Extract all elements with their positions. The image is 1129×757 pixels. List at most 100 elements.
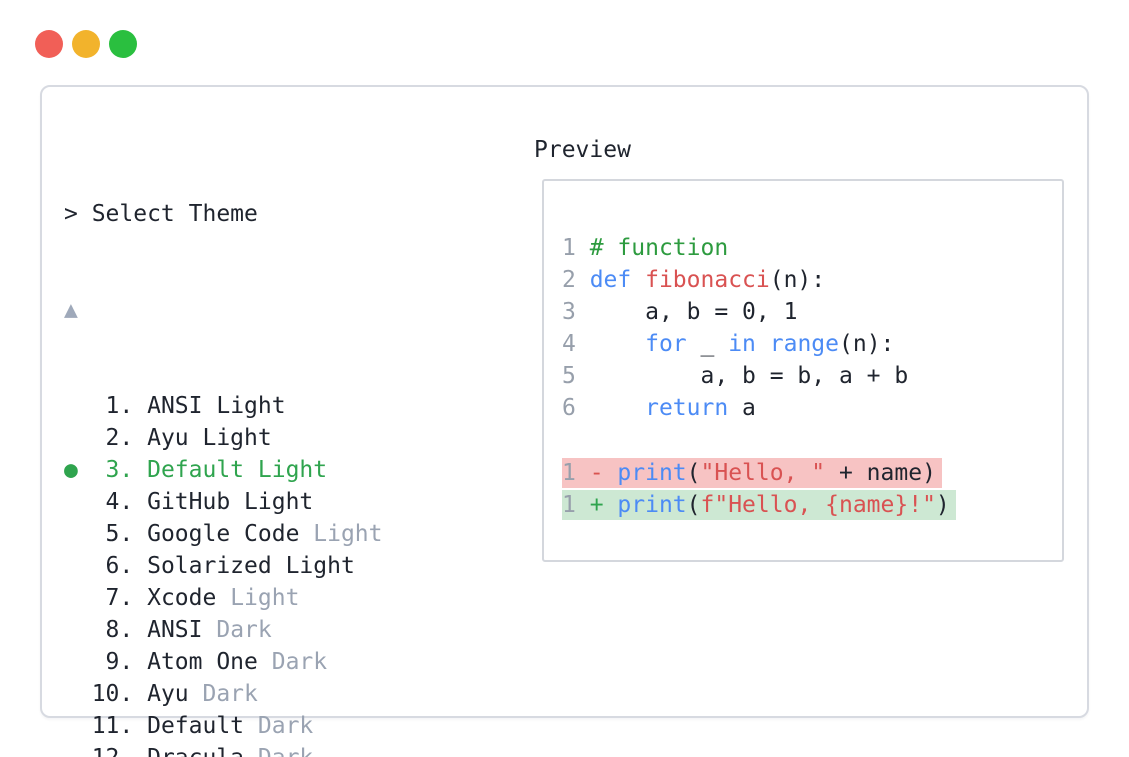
theme-item-github-light[interactable]: 4. GitHub Light xyxy=(64,486,881,518)
code-token-plain: (n): xyxy=(769,267,826,293)
code-token-plain xyxy=(756,331,770,357)
item-number: 9. xyxy=(64,649,148,675)
code-token-plain: ( xyxy=(686,459,701,486)
theme-name: Atom One xyxy=(147,649,272,675)
code-token-plain: ) xyxy=(935,491,950,518)
theme-item-google-code-light[interactable]: 5. Google Code Light xyxy=(64,518,881,550)
code-token-plain: (n): xyxy=(839,331,895,357)
item-number: 11. xyxy=(64,713,148,739)
item-number: 10. xyxy=(64,681,148,707)
minimize-button[interactable] xyxy=(72,30,100,58)
diff-line-added: 1 + print(f"Hello, {name}!") xyxy=(562,488,956,520)
zoom-button[interactable] xyxy=(109,30,137,58)
line-number: 2 xyxy=(562,267,590,293)
code-line: 5 a, b = b, a + b xyxy=(562,360,956,392)
line-number: 1 xyxy=(562,235,590,261)
code-token-kw: print xyxy=(617,459,687,486)
preview-title: Preview xyxy=(534,137,631,163)
line-number: 1 xyxy=(562,491,590,518)
theme-item-ansi-light[interactable]: 1. ANSI Light xyxy=(64,390,881,422)
code-token-plain: a xyxy=(728,395,756,421)
theme-item-xcode-light[interactable]: 7. Xcode Light xyxy=(64,582,881,614)
line-number: 5 xyxy=(562,363,590,389)
code-token-plain xyxy=(590,331,645,357)
code-token-kw: print xyxy=(617,491,687,518)
item-number: 1. xyxy=(64,393,148,419)
code-token-plain: + name) xyxy=(825,459,936,486)
theme-list: 1. ANSI Light 2. Ayu Light● 3. Default L… xyxy=(64,390,881,757)
code-token-plain xyxy=(590,395,645,421)
line-number: 1 xyxy=(562,459,590,486)
theme-item-solarized-light[interactable]: 6. Solarized Light xyxy=(64,550,881,582)
theme-variant: Light xyxy=(244,489,314,515)
code-line: 6 return a xyxy=(562,392,956,424)
theme-name: GitHub xyxy=(147,489,245,515)
theme-variant: Dark xyxy=(257,713,314,739)
theme-item-ayu-light[interactable]: 2. Ayu Light xyxy=(64,422,881,454)
theme-item-default-light[interactable]: ● 3. Default Light xyxy=(64,454,881,486)
theme-item-ansi-dark[interactable]: 8. ANSI Dark xyxy=(64,614,881,646)
diff-line-removed: 1 - print("Hello, " + name) xyxy=(562,456,956,488)
theme-variant: Dark xyxy=(271,649,328,675)
theme-picker: > Select Theme ▲ 1. ANSI Light 2. Ayu Li… xyxy=(64,134,881,757)
item-number: 5. xyxy=(64,521,148,547)
theme-picker-panel: > Select Theme ▲ 1. ANSI Light 2. Ayu Li… xyxy=(40,85,1089,757)
theme-variant: Light xyxy=(230,585,300,611)
select-theme-prompt: > Select Theme xyxy=(64,201,258,227)
theme-item-ayu-dark[interactable]: 10. Ayu Dark xyxy=(64,678,881,710)
code-token-plain: ( xyxy=(686,491,701,518)
item-number: 6. xyxy=(64,553,148,579)
theme-item-dracula-dark[interactable]: 12. Dracula Dark xyxy=(64,742,881,757)
diff-highlight-added: 1 + print(f"Hello, {name}!") xyxy=(562,489,956,520)
theme-name: Ayu xyxy=(147,681,203,707)
scroll-up-icon[interactable]: ▲ xyxy=(64,297,78,323)
item-number: 4. xyxy=(64,489,148,515)
theme-name: Dracula xyxy=(147,745,258,757)
code-token-kw: range xyxy=(769,331,839,357)
plus-sign: + xyxy=(589,491,618,518)
item-number: 2. xyxy=(64,425,148,451)
theme-item-atom-one-dark[interactable]: 9. Atom One Dark xyxy=(64,646,881,678)
code-token-plain: _ xyxy=(686,331,729,357)
theme-name: Default xyxy=(147,457,258,483)
code-token-plain: a, b = b, a + b xyxy=(589,363,909,389)
theme-variant: Dark xyxy=(202,681,258,707)
code-token-kw: in xyxy=(728,331,756,357)
code-token-fn: fibonacci xyxy=(645,267,770,293)
item-number: 7. xyxy=(64,585,148,611)
theme-name: Xcode xyxy=(147,585,231,611)
theme-name: Google Code xyxy=(147,521,314,547)
code-token-str: "Hello, " xyxy=(700,459,826,486)
theme-variant: Light xyxy=(313,521,383,547)
line-number: 3 xyxy=(562,299,590,325)
code-token-kw: for xyxy=(645,331,687,357)
close-button[interactable] xyxy=(35,30,63,58)
selected-marker-icon: ● 3. xyxy=(64,457,148,483)
diff-highlight-removed: 1 - print("Hello, " + name) xyxy=(562,457,942,488)
theme-name: Ayu xyxy=(147,425,203,451)
theme-item-default-dark[interactable]: 11. Default Dark xyxy=(64,710,881,742)
code-token-plain: a, b = 0, 1 xyxy=(589,299,798,325)
minus-sign: - xyxy=(589,459,618,486)
code-line: 2 def fibonacci(n): xyxy=(562,264,956,296)
theme-variant: Light xyxy=(257,457,328,483)
code-token-str: f"Hello, {name}!" xyxy=(700,491,936,518)
theme-name: Solarized xyxy=(147,553,286,579)
item-number: 8. xyxy=(64,617,148,643)
theme-name: ANSI xyxy=(147,393,217,419)
theme-variant: Dark xyxy=(216,617,272,643)
theme-variant: Light xyxy=(216,393,286,419)
window-controls xyxy=(35,30,137,58)
code-token-kw: def xyxy=(589,267,632,293)
line-number: 4 xyxy=(562,331,590,357)
code-token-kw: return xyxy=(645,395,729,421)
code-line: 3 a, b = 0, 1 xyxy=(562,296,956,328)
code-token-comment: # function xyxy=(589,235,729,261)
blank-line xyxy=(562,424,956,456)
theme-variant: Light xyxy=(285,553,355,579)
theme-variant: Light xyxy=(202,425,272,451)
code-token-plain xyxy=(631,267,645,293)
theme-name: Default xyxy=(147,713,258,739)
